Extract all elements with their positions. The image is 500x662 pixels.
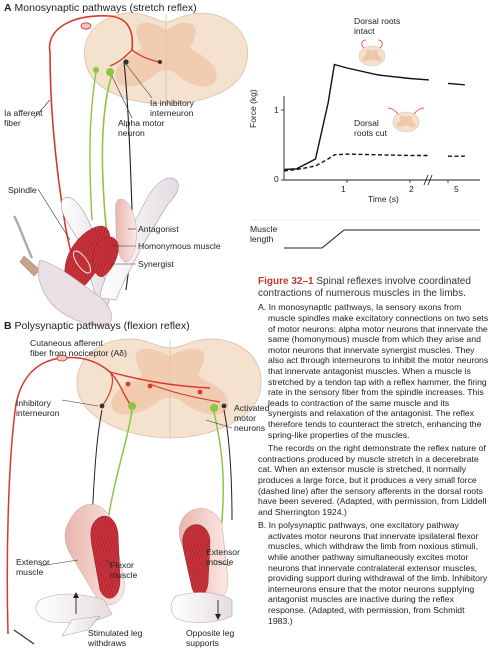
label-ia-afferent-fiber: Ia afferent fiber [4,108,43,128]
panel-b-title-text: Polysynaptic pathways (flexion reflex) [14,320,190,332]
caption-letter-a: A. [258,302,267,313]
caption-text-a: In monosynaptic pathways, Ia sensory axo… [268,302,489,440]
label-alpha-motor-neuron: Alpha motor neuron [118,118,165,138]
label-opposite-leg-supports: Opposite leg supports [186,628,235,648]
label-extensor-muscle-right: Extensor muscle [206,547,240,567]
label-activated-motor-neurons: Activated motor neurons [234,403,270,433]
panel-a-spinal-cord [83,12,249,105]
graph-ytick-1: 1 [274,105,279,115]
panel-a-title-text: Monosynaptic pathways (stretch reflex) [14,2,197,14]
label-flexor-muscle: Flexor muscle [110,560,138,580]
figure-caption: Figure 32–1 Spinal reflexes involve coor… [258,276,490,629]
series-cut-line-a [283,153,429,172]
muscle-length-trace-ramp [321,229,345,249]
graph-ytick-0: 0 [274,174,279,184]
panel-a-leg [12,177,179,327]
label-antagonist: Antagonist [138,224,179,234]
panel-b-legs [13,504,233,645]
label-cutaneous-afferent: Cutaneous afferent fiber from nociceptor… [30,338,127,358]
caption-paragraph-a2: The records on the right demonstrate the… [258,443,487,517]
label-stimulated-leg-withdraws: Stimulated leg withdraws [88,628,143,648]
label-ia-inhibitory-interneuron: Ia inhibitory interneuron [150,98,194,118]
cord-icon-cut [387,107,425,133]
label-inhibitory-interneuron: Inhibitory interneuron [16,398,60,418]
graph-xtick-5: 5 [454,184,459,194]
caption-paragraph-a: A. In monosynaptic pathways, Ia sensory … [258,302,490,440]
graph-y-label: Force (kg) [248,89,258,128]
panel-a-title: A Monosynaptic pathways (stretch reflex) [4,2,197,14]
panel-a-letter: A [4,2,12,14]
force-graph [250,39,480,249]
caption-figure-number: Figure 32–1 [258,276,314,287]
panel-b-title: B Polysynaptic pathways (flexion reflex) [4,320,190,332]
caption-text-b: In polysynaptic pathways, one excitatory… [268,520,488,626]
axis-break-mark [423,174,433,186]
series-intact-line-b [447,82,465,86]
caption-paragraph-b: B. In polysynaptic pathways, one excitat… [258,520,490,626]
label-muscle-length: Muscle length [250,224,278,244]
label-extensor-muscle-left: Extensor muscle [16,557,50,577]
caption-heading: Figure 32–1 Spinal reflexes involve coor… [258,276,490,300]
panel-b-letter: B [4,320,12,332]
graph-xtick-2: 2 [409,184,414,194]
label-dorsal-roots-cut: Dorsal roots cut [354,118,387,138]
caption-title: Spinal reflexes involve coordinated cont… [258,276,471,300]
label-dorsal-roots-intact: Dorsal roots intact [354,16,401,36]
graph-x-label: Time (s) [368,194,399,204]
graph-xtick-1: 1 [341,184,346,194]
cord-icon-intact [358,39,386,67]
series-intact-line-a [283,63,429,171]
caption-letter-b: B. [258,520,267,531]
label-spindle: Spindle [8,185,37,195]
label-synergist: Synergist [138,259,174,269]
label-homonymous-muscle: Homonymous muscle [138,241,221,251]
